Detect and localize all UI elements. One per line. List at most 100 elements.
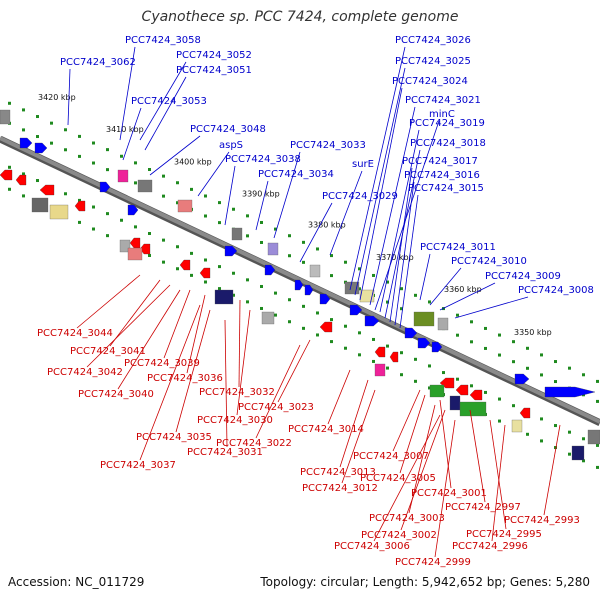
tick-mark xyxy=(498,397,501,401)
forward-gene-label: minC xyxy=(429,109,455,120)
tick-mark xyxy=(428,300,431,304)
reverse-leader-line xyxy=(238,299,241,388)
forward-leader-line xyxy=(329,170,363,256)
tick-mark xyxy=(414,293,417,297)
reverse-gene-label: PCC7424_3041 xyxy=(70,346,146,357)
tick-mark xyxy=(498,419,501,423)
tick-mark xyxy=(372,337,375,341)
forward-gene-label: PCC7424_3038 xyxy=(225,154,301,165)
forward-leader-line xyxy=(119,46,136,141)
forward-leader-line xyxy=(354,67,406,296)
tick-mark xyxy=(344,346,347,350)
tick-mark xyxy=(330,254,333,258)
tick-mark xyxy=(232,207,235,211)
tick-mark xyxy=(302,304,305,308)
tick-mark xyxy=(526,366,529,370)
reverse-gene-label: PCC7424_3032 xyxy=(199,387,275,398)
reverse-gene-label: PCC7424_3030 xyxy=(197,415,273,426)
tick-mark xyxy=(8,165,11,169)
tick-mark xyxy=(22,128,25,132)
reverse-leader-line xyxy=(163,289,191,359)
gene-box xyxy=(437,317,449,331)
gene-box xyxy=(374,363,386,377)
forward-gene-arrow xyxy=(319,293,331,305)
tick-mark xyxy=(568,430,571,434)
reverse-leader-line xyxy=(543,424,561,516)
tick-mark xyxy=(456,333,459,337)
kbp-label: 3420 kbp xyxy=(38,93,76,102)
tick-mark xyxy=(512,340,515,344)
tick-mark xyxy=(498,353,501,357)
reverse-gene-label: PCC7424_3035 xyxy=(136,432,212,443)
tick-mark xyxy=(134,161,137,165)
forward-gene-label: PCC7424_3017 xyxy=(402,156,478,167)
reverse-leader-line xyxy=(175,309,211,433)
forward-gene-label: PCC7424_3015 xyxy=(408,183,484,194)
gene-box xyxy=(177,199,193,213)
gene-box xyxy=(31,197,49,213)
forward-gene-arrow xyxy=(404,327,418,339)
kbp-label: 3410 kbp xyxy=(106,125,144,134)
forward-gene-arrow xyxy=(544,386,596,398)
reverse-leader-line xyxy=(109,279,161,347)
kbp-label: 3380 kbp xyxy=(308,221,346,230)
tick-mark xyxy=(204,258,207,262)
tick-mark xyxy=(148,168,151,172)
reverse-leader-line xyxy=(236,309,251,416)
reverse-gene-label: PCC7424_3042 xyxy=(47,367,123,378)
forward-gene-label: PCC7424_3052 xyxy=(176,50,252,61)
tick-mark xyxy=(484,390,487,394)
tick-mark xyxy=(400,351,403,355)
reverse-leader-line xyxy=(434,419,456,558)
forward-gene-label: PCC7424_3024 xyxy=(392,76,468,87)
reverse-gene-label: PCC7424_2997 xyxy=(445,502,521,513)
reverse-gene-label: PCC7424_3007 xyxy=(353,451,429,462)
tick-mark xyxy=(176,267,179,271)
tick-mark xyxy=(568,452,571,456)
tick-mark xyxy=(50,141,53,145)
tick-mark xyxy=(232,293,235,297)
forward-leader-line xyxy=(273,151,301,239)
tick-mark xyxy=(134,225,137,229)
tick-mark xyxy=(582,437,585,441)
tick-mark xyxy=(106,168,109,172)
forward-leader-line xyxy=(399,194,419,329)
gene-box xyxy=(587,429,600,445)
forward-gene-label: PCC7424_3053 xyxy=(131,96,207,107)
reverse-gene-label: PCC7424_3039 xyxy=(124,358,200,369)
forward-leader-line xyxy=(144,76,187,151)
reverse-gene-arrow xyxy=(179,259,191,271)
reverse-gene-label: PCC7424_3005 xyxy=(360,473,436,484)
tick-mark xyxy=(316,247,319,251)
gene-box xyxy=(214,289,234,305)
reverse-gene-arrow xyxy=(74,200,86,212)
forward-gene-arrow xyxy=(264,264,276,276)
tick-mark xyxy=(78,134,81,138)
tick-mark xyxy=(596,399,599,403)
tick-mark xyxy=(414,357,417,361)
gene-box xyxy=(127,247,143,261)
forward-leader-line xyxy=(299,202,333,263)
tick-mark xyxy=(50,121,53,125)
tick-mark xyxy=(400,287,403,291)
forward-gene-arrow xyxy=(127,204,139,216)
forward-leader-line xyxy=(139,61,187,141)
tick-mark xyxy=(218,221,221,225)
tick-mark xyxy=(386,300,389,304)
tick-mark xyxy=(106,212,109,216)
tick-mark xyxy=(470,340,473,344)
reverse-gene-label: PCC7424_3014 xyxy=(288,424,364,435)
forward-gene-label: PCC7424_3029 xyxy=(322,191,398,202)
kbp-label: 3390 kbp xyxy=(242,189,280,198)
forward-gene-label: PCC7424_3058 xyxy=(125,35,201,46)
gene-box xyxy=(0,109,11,125)
topology-text: Topology: circular; Length: 5,942,652 bp… xyxy=(260,575,590,589)
tick-mark xyxy=(596,465,599,469)
reverse-gene-label: PCC7424_3012 xyxy=(302,483,378,494)
tick-mark xyxy=(204,214,207,218)
tick-mark xyxy=(442,371,445,375)
tick-mark xyxy=(274,291,277,295)
reverse-leader-line xyxy=(86,284,171,368)
forward-leader-line xyxy=(67,68,71,126)
reverse-leader-line xyxy=(439,399,452,489)
